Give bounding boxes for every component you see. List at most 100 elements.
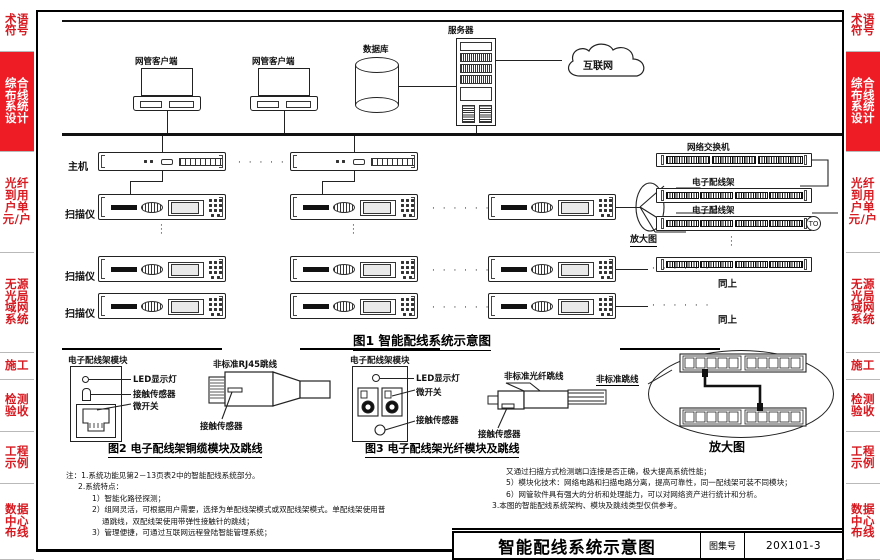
device-scanner-3b: [290, 293, 418, 319]
left-index-tabs: 术语符号综合布线系统设计光纤到用户单元/户无源光局域网系统施工检测验收工程示例数…: [0, 0, 34, 560]
link-scanner2c-right: [616, 269, 648, 271]
ellipsis-scanner-row1: · · · · · ·: [432, 204, 491, 214]
link-host1-h: [130, 181, 163, 183]
index-tab-right-2[interactable]: 光纤到用户单元/户: [846, 152, 880, 253]
index-tab-right-6[interactable]: 工程示例: [846, 432, 880, 484]
link-bus-host2: [354, 136, 356, 152]
index-tab-left-4[interactable]: 施工: [0, 353, 34, 381]
index-tab-line: 户单: [5, 199, 29, 214]
index-tab-line: 综合: [851, 76, 875, 91]
index-tab-line: 符号: [851, 23, 875, 38]
link-scanner1c-fan: [616, 207, 640, 209]
vdots-scanner-1b: ···: [352, 221, 355, 239]
fig3-label-led: LED显示灯: [416, 374, 460, 384]
figure2-caption: 图2 电子配线架铜缆模块及跳线: [108, 440, 263, 458]
link-host2-h: [322, 181, 355, 183]
drawing-frame-bottom-rule: [36, 549, 844, 552]
link-host1-down: [162, 171, 164, 181]
note-line: 通跳线，双配线架使用带弹性接触针的跳线；: [102, 516, 254, 526]
index-tab-right-1[interactable]: 综合布线系统设计: [846, 51, 880, 153]
fig3-label-patch-cord: 非标准光纤跳线: [504, 372, 564, 382]
label-internet: 互联网: [583, 61, 613, 72]
link-client2-bus: [284, 111, 286, 134]
fig1-top-rule: [62, 20, 842, 22]
rule-fig2-top: [62, 348, 222, 350]
label-patch-panel-1: 电子配线架: [692, 178, 735, 188]
link-host1-scanner: [130, 181, 132, 194]
title-block: 智能配线系统示意图 图集号 20X101-3: [452, 531, 844, 560]
index-tab-line: 户单: [851, 199, 875, 214]
device-scanner-3a: [98, 293, 226, 319]
notes-left-column: 注：1.系统功能见第2－13页表2中的智能配线系统部分。2.系统特点：1）智能化…: [66, 470, 385, 538]
fig2-label-touch-sensor-2: 接触传感器: [200, 422, 243, 432]
device-network-switch: [656, 153, 812, 167]
index-tab-left-6[interactable]: 工程示例: [0, 432, 34, 484]
fig2-label-patch-cord: 非标准RJ45跳线: [213, 360, 278, 370]
device-patch-panel-3: [656, 257, 812, 272]
index-tab-right-3[interactable]: 无源光局域网系统: [846, 253, 880, 354]
index-tab-left-2[interactable]: 光纤到用户单元/户: [0, 152, 34, 253]
index-tab-line: 检测: [5, 392, 29, 407]
label-scanner-2: 扫描仪: [65, 272, 95, 283]
index-tab-right-5[interactable]: 检测验收: [846, 380, 880, 433]
icon-internet-cloud: [560, 40, 652, 86]
ellipsis-host-row: · · · · · ·: [238, 158, 297, 168]
ellipsis-same-above-2: · · · · · ·: [652, 301, 711, 311]
link-database-server: [399, 86, 456, 88]
fig2-rj45-jack: [76, 404, 116, 438]
callout-enlarged-view: 放大图: [630, 232, 658, 247]
index-tab-right-7[interactable]: 数据中心布线: [846, 484, 880, 560]
fig2-touch-sensor-icon: [82, 388, 91, 401]
index-tab-left-5[interactable]: 检测验收: [0, 380, 34, 433]
index-tab-line: 符号: [5, 23, 29, 38]
index-tab-line: 元/户: [2, 211, 32, 226]
link-host2-scanner: [322, 181, 324, 194]
index-tab-right-4[interactable]: 施工: [846, 353, 880, 381]
label-same-as-above-2: 同上: [718, 315, 738, 326]
index-tab-line: 系统: [5, 312, 29, 327]
index-tab-line: 综合: [5, 76, 29, 91]
note-line: 3）管理便捷，可通过互联网远程登陆智能管理系统；: [92, 527, 272, 537]
ellipsis-scanner-row2: · · · · · ·: [432, 266, 491, 276]
label-server: 服务器: [448, 26, 474, 36]
index-tab-left-0[interactable]: 术语符号: [0, 0, 34, 52]
figure3-caption: 图3 电子配线架光纤模块及跳线: [365, 440, 520, 458]
sheet-title: 智能配线系统示意图: [498, 537, 656, 557]
index-tab-line: 数据: [5, 501, 29, 516]
index-tab-line: 验收: [5, 403, 29, 418]
fig3-label-micro-switch: 微开关: [416, 388, 442, 398]
label-client-1: 网管客户端: [135, 57, 178, 67]
index-tab-line: 术语: [851, 11, 875, 26]
fig3-label-module: 电子配线架模块: [350, 356, 410, 366]
index-tab-line: 布线: [851, 525, 875, 540]
index-tab-line: 中心: [5, 513, 29, 528]
icon-server-tower: [456, 38, 496, 126]
device-patch-panel-1: [656, 188, 812, 203]
device-scanner-2a: [98, 256, 226, 282]
link-client1-bus: [167, 111, 169, 134]
index-tab-line: 光纤: [5, 176, 29, 191]
device-scanner-2c: [488, 256, 616, 282]
fig2-label-module: 电子配线架模块: [68, 356, 128, 366]
atlas-number-value: 20X101-3: [744, 533, 842, 558]
rule-above-titleblock: [452, 528, 844, 530]
device-host-1: [98, 152, 226, 171]
label-client-2: 网管客户端: [252, 57, 295, 67]
index-tab-line: 验收: [851, 403, 875, 418]
rule-fig3-top: [300, 348, 440, 350]
index-tab-line: 系统: [5, 99, 29, 114]
device-scanner-3c: [488, 293, 616, 319]
fig2-touch-leader: [91, 394, 131, 396]
note-line: 注：1.系统功能见第2－13页表2中的智能配线系统部分。: [66, 471, 260, 480]
note-line: 又通过扫描方式检测端口连接是否正确，极大提高系统性能；: [506, 467, 712, 476]
index-tab-line: 域网: [851, 300, 875, 315]
index-tab-line: 工程: [5, 443, 29, 458]
index-tab-right-0[interactable]: 术语符号: [846, 0, 880, 52]
index-tab-line: 光局: [851, 288, 875, 303]
index-tab-left-3[interactable]: 无源光局域网系统: [0, 253, 34, 354]
enlarged-callout-label: 非标准跳线: [596, 375, 639, 386]
index-tab-left-7[interactable]: 数据中心布线: [0, 484, 34, 560]
ellipsis-same-above-1: · · · · · ·: [652, 264, 711, 274]
index-tab-left-1[interactable]: 综合布线系统设计: [0, 51, 34, 153]
index-tab-line: 布线: [5, 87, 29, 102]
